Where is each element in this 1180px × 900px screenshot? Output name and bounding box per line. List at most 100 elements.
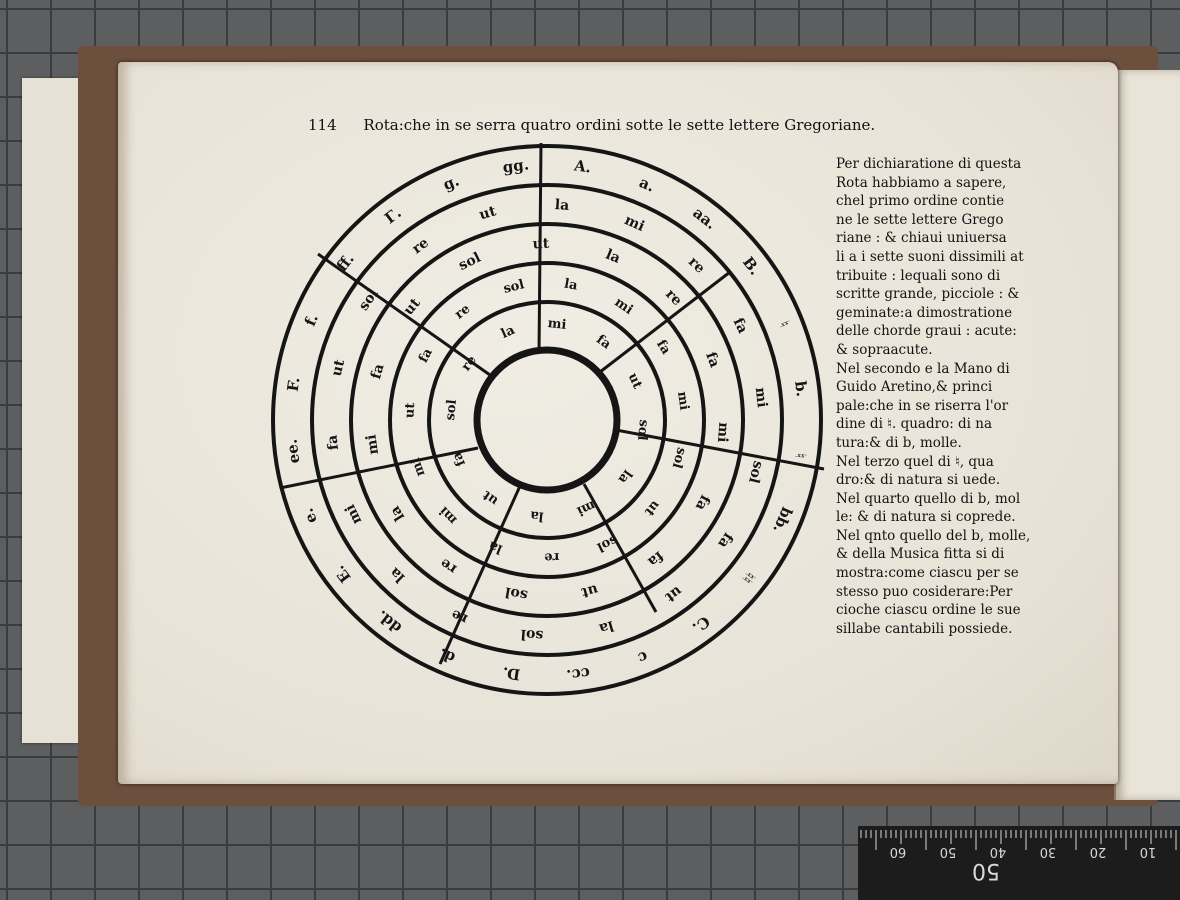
ruler-tick-label: 20 xyxy=(1090,844,1107,859)
ring3-label: sol xyxy=(504,583,529,603)
outer-ring-label: g. xyxy=(440,171,461,194)
ruler-tick-label: 50 xyxy=(940,844,957,859)
page-title: Rota:che in se serra quatro ordini sotte… xyxy=(363,116,876,134)
ring3-label: mi xyxy=(714,422,731,443)
ring5-label: fa xyxy=(449,449,469,468)
ring-outline xyxy=(349,222,745,618)
outer-ring-label: f. xyxy=(301,311,322,328)
divider-line xyxy=(582,483,658,613)
ring4-label: sol xyxy=(594,532,619,555)
divider-line xyxy=(317,252,491,377)
page-header: 114 Rota:che in se serra quatro ordini s… xyxy=(308,116,875,134)
ring5-label: la xyxy=(529,507,544,523)
ring3-label: fa xyxy=(692,492,713,513)
diagram-rings xyxy=(271,144,823,696)
ring4-label: ut xyxy=(641,497,662,518)
ruler-tick-label: 60 xyxy=(890,844,907,859)
measurement-ruler: 1020304050607050 xyxy=(858,826,1180,900)
ring2-label: sol xyxy=(520,626,544,644)
ring-center xyxy=(473,346,621,494)
ring2-label: la xyxy=(597,617,615,636)
ring3-label: re xyxy=(662,286,685,309)
ring2-label: re xyxy=(409,235,432,258)
ring3-label: re xyxy=(437,555,460,577)
ring5-label: mi xyxy=(547,316,567,333)
outer-ring-label: a. xyxy=(637,173,658,195)
ring2-label: mi xyxy=(342,502,365,527)
ring5-label: re xyxy=(459,353,480,374)
paragraph: Nel secondo e la Mano di Guido Aretino,&… xyxy=(836,360,1010,451)
ring2-label: fa xyxy=(730,316,751,337)
ring2-label: la xyxy=(554,197,569,214)
divider-line xyxy=(537,142,543,355)
ring5-label: ut xyxy=(480,487,501,508)
ring-outline xyxy=(388,261,706,579)
divider-line xyxy=(615,428,825,471)
ring4-label: mi xyxy=(674,391,691,412)
ruler-tick-label: 30 xyxy=(1040,844,1057,859)
paragraph: Per dichiaratione di questa Rota habbiam… xyxy=(836,156,1024,358)
outer-ring-label: c xyxy=(635,647,650,667)
ring4-label: la xyxy=(486,537,505,556)
ruler-big-number: 50 xyxy=(972,858,1000,883)
paragraph: Nel quarto quello di b, mol le: & di nat… xyxy=(836,490,1021,526)
description-text: Per dichiaratione di questa Rota habbiam… xyxy=(836,155,1051,638)
page-number: 114 xyxy=(308,116,337,134)
divider-line xyxy=(438,485,522,665)
outer-ring-label: D. xyxy=(501,663,521,683)
ring5-label: sol xyxy=(443,399,460,421)
ring4-label: mi xyxy=(612,295,636,318)
outer-ring-label: E. xyxy=(330,562,354,586)
ruler-tick-label: 40 xyxy=(990,844,1007,859)
outer-ring-label: b. xyxy=(791,380,811,398)
outer-ring-label: ee. xyxy=(282,438,303,464)
divider-line xyxy=(279,446,479,490)
outer-ring-label: d. xyxy=(436,644,458,667)
ring3-label: la xyxy=(603,247,622,267)
outer-ring-label: bb. xyxy=(769,504,796,535)
divider-line xyxy=(599,270,731,374)
ring5-label: fa xyxy=(593,332,614,353)
outer-ring-label: ff. xyxy=(333,250,358,275)
ring4-label: mi xyxy=(408,455,429,478)
ring2-label: fa xyxy=(714,529,736,550)
ring5-label: ut xyxy=(625,371,645,391)
ring3-label: sol xyxy=(456,250,483,274)
ring2-label: ut xyxy=(329,357,349,378)
ring2-label: ut xyxy=(662,583,685,606)
outer-ring-label: ♮ xyxy=(791,452,810,460)
diagram-dividers xyxy=(279,142,825,665)
outer-ring-label: C. xyxy=(689,612,713,637)
ring4-label: fa xyxy=(416,345,436,365)
paragraph: Nel terzo quel di ♮, qua dro:& di natura… xyxy=(836,453,1001,489)
ring2-label: ut xyxy=(477,203,498,223)
ring2-label: re xyxy=(449,606,470,627)
ring2-label: sol xyxy=(356,286,382,314)
ring-labels: A.a.aa.B.♮b.♮bb.♮♮C.ccc.D.d.dd.E.e.ee.F.… xyxy=(282,155,810,684)
outer-ring-label: e. xyxy=(299,506,321,526)
outer-ring-label: B. xyxy=(739,253,764,278)
outer-ring-label: Γ. xyxy=(381,204,405,228)
ring3-label: fa xyxy=(645,548,667,570)
ring3-label: mi xyxy=(363,433,382,455)
ruler-tick-label: 10 xyxy=(1140,844,1157,859)
ring3-label: ut xyxy=(579,581,600,601)
ring5-label: mi xyxy=(574,497,597,518)
ring-outline xyxy=(271,144,823,696)
ring4-label: la xyxy=(563,277,579,294)
ring2-label: mi xyxy=(622,212,647,235)
outer-ring-label: ♮ xyxy=(775,318,794,330)
ring4-label: fa xyxy=(653,337,673,357)
ring4-label: sol xyxy=(669,446,689,470)
ring3-label: ut xyxy=(532,236,550,253)
ring5-label: la xyxy=(499,322,518,341)
outer-ring-label: cc. xyxy=(565,664,591,685)
outer-ring-label: A. xyxy=(572,156,592,176)
ring5-label: sol xyxy=(634,419,651,441)
ring3-label: fa xyxy=(702,350,722,370)
ring2-label: la xyxy=(387,564,408,586)
ring2-label: re xyxy=(685,254,708,277)
ring2-label: mi xyxy=(752,387,770,409)
ring4-label: mi xyxy=(437,503,461,527)
outer-ring-label: ♮♮ xyxy=(738,568,759,588)
